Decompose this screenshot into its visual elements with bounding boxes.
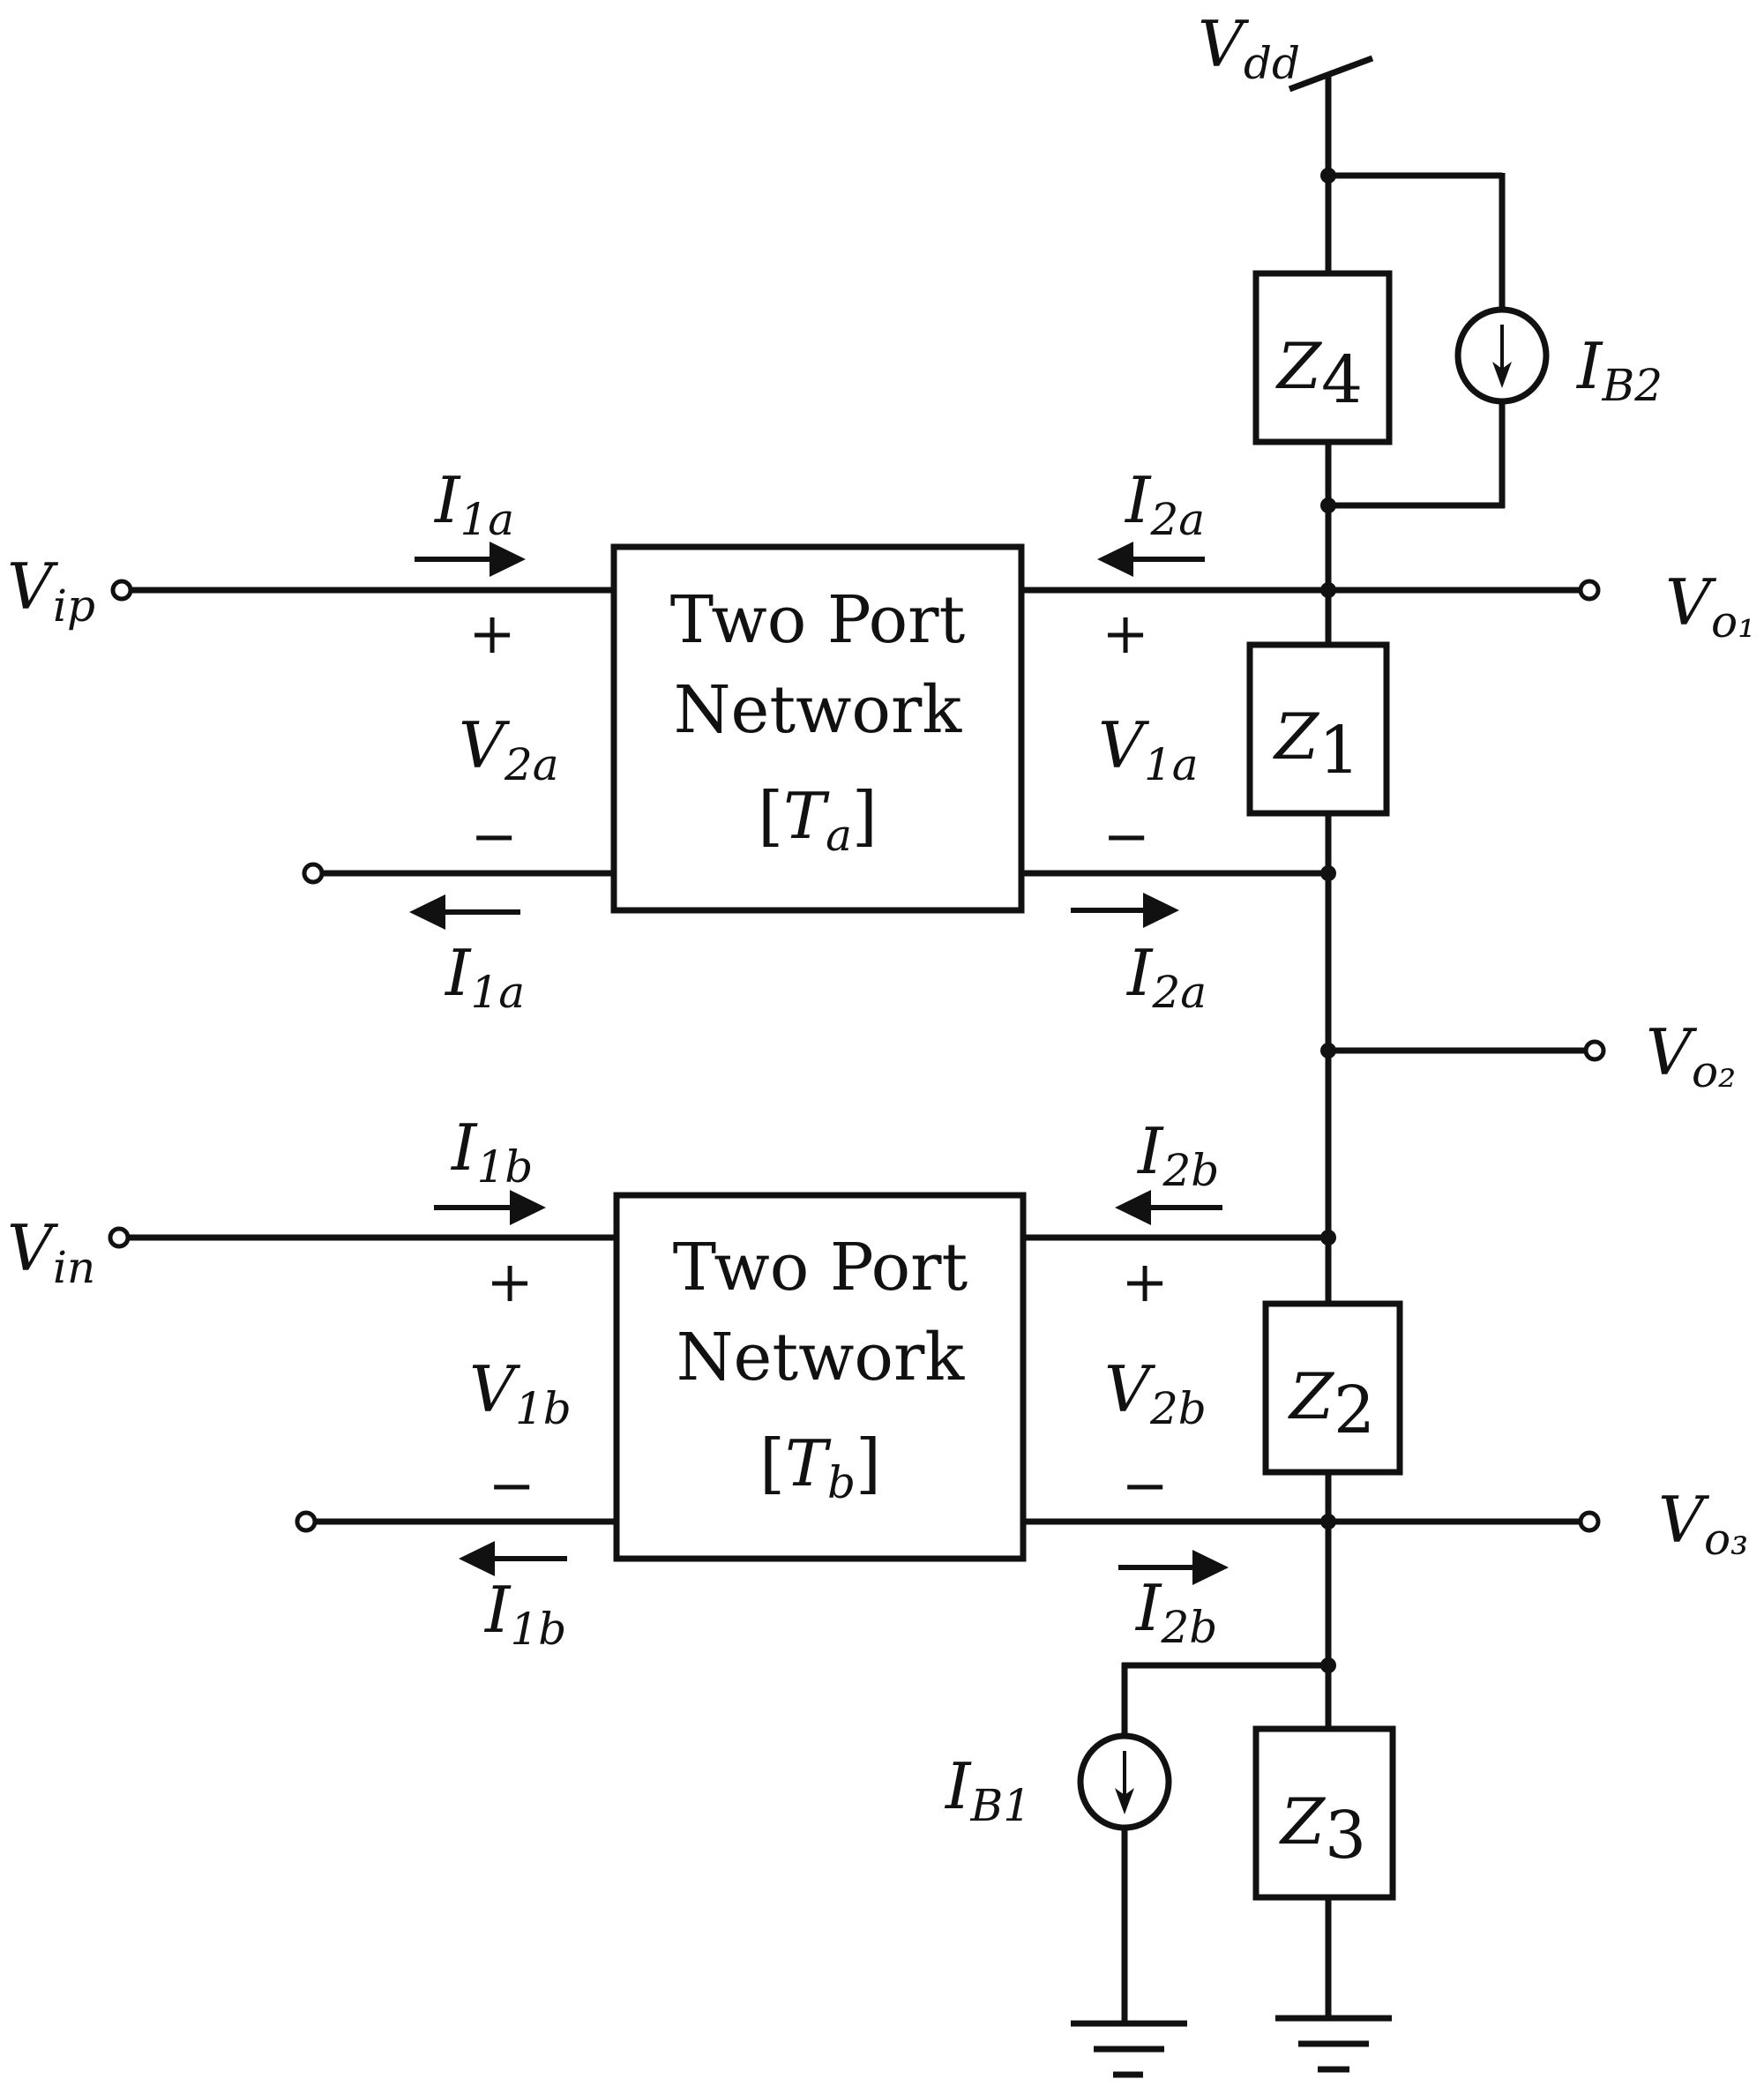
right-arrow-icon	[1143, 893, 1179, 928]
ground-icon	[1275, 2015, 1392, 2073]
ta-left-plus: +	[468, 602, 516, 667]
ta-right-plus: +	[1102, 602, 1149, 667]
network-ta: Vip Two Port Network [Ta] I1a I1a + V2a …	[7, 463, 1336, 1018]
z4-impedance	[1252, 270, 1393, 445]
vdd-supply: Vdd	[1198, 7, 1374, 176]
z3-label: Z3	[1279, 1784, 1366, 1874]
right-arrow-icon	[490, 542, 526, 577]
vip-label: Vip	[7, 550, 95, 632]
network-tb: Vin Two Port Network [Tb] I1b I1b + V1b …	[7, 1111, 1336, 1655]
ib1-label: IB1	[944, 1749, 1031, 1831]
ta-matrix: [Ta]	[758, 778, 878, 861]
tb-title-line2: Network	[676, 1320, 966, 1395]
vdd-label: Vdd	[1198, 7, 1300, 89]
left-arrow-icon	[1115, 1190, 1151, 1225]
i1b-bottom-label: I1b	[483, 1573, 566, 1655]
ib2-current-source	[1454, 306, 1550, 405]
v1b-label: V1b	[469, 1352, 572, 1434]
ta-box	[610, 543, 1025, 914]
vo2-label: Vo₂	[1646, 1015, 1736, 1097]
i2a-bottom-label: I2a	[1125, 936, 1207, 1018]
vin-label: Vin	[7, 1211, 95, 1293]
vin-terminal[interactable]	[108, 1226, 131, 1249]
ib2-label: IB2	[1575, 329, 1663, 411]
ta-title-line2: Network	[674, 672, 963, 748]
z1-label: Z1	[1273, 699, 1360, 789]
vo1-label: Vo₁	[1665, 565, 1755, 647]
junction-dot	[1320, 865, 1336, 881]
vo3-label: Vo₃	[1658, 1483, 1748, 1565]
tb-matrix: [Tb]	[759, 1425, 881, 1508]
ta-left-minus: −	[470, 804, 518, 870]
i1b-top-label: I1b	[450, 1111, 533, 1193]
z4-ib2-parallel: Z4 IB2	[1252, 168, 1663, 513]
v1a-label: V1a	[1098, 708, 1199, 790]
tb-right-minus: −	[1121, 1454, 1169, 1519]
i2a-top-label: I2a	[1124, 463, 1205, 545]
left-arrow-icon	[459, 1541, 495, 1576]
right-arrow-icon	[510, 1190, 546, 1225]
tb-return-terminal[interactable]	[295, 1510, 318, 1533]
z1-impedance	[1246, 641, 1390, 817]
i1a-bottom-label: I1a	[444, 936, 525, 1018]
ta-title-line1: Two Port	[670, 582, 966, 658]
ib1-current-source	[1077, 1732, 1172, 1831]
z3-impedance	[1252, 1725, 1396, 1901]
v2a-label: V2a	[459, 708, 559, 790]
i2b-top-label: I2b	[1136, 1114, 1219, 1196]
vo2-terminal[interactable]	[1583, 1039, 1606, 1062]
junction-dot	[1320, 1043, 1336, 1058]
arrowhead-icon	[1115, 1788, 1134, 1814]
vo1-terminal[interactable]	[1578, 579, 1601, 602]
vdd-rail-symbol	[1288, 55, 1374, 93]
tb-title-line1: Two Port	[673, 1230, 968, 1305]
ib1-branch: IB1	[944, 1657, 1336, 2023]
i2b-bottom-label: I2b	[1134, 1571, 1217, 1653]
junction-dot	[1320, 1230, 1336, 1245]
ta-return-terminal[interactable]	[302, 862, 325, 885]
z2-impedance	[1262, 1300, 1403, 1476]
junction-dot	[1320, 582, 1336, 598]
tb-left-plus: +	[486, 1250, 534, 1315]
output-vo2: Vo₂	[1320, 1015, 1736, 1097]
z4-label: Z4	[1275, 329, 1363, 418]
tb-box	[613, 1192, 1027, 1562]
ta-right-minus: −	[1102, 804, 1150, 870]
vo3-terminal[interactable]	[1578, 1510, 1601, 1533]
right-arrow-icon	[1192, 1550, 1229, 1585]
left-arrow-icon	[409, 894, 445, 930]
junction-dot	[1320, 168, 1336, 183]
junction-dot	[1320, 1514, 1336, 1530]
junction-dot	[1320, 1657, 1336, 1673]
tb-right-plus: +	[1121, 1250, 1169, 1315]
output-vo3: Vo₃	[1023, 1483, 1748, 1565]
ground-icon	[1071, 2020, 1187, 2078]
z2-label: Z2	[1288, 1359, 1375, 1448]
left-arrow-icon	[1097, 542, 1133, 577]
vip-terminal[interactable]	[110, 579, 133, 602]
tb-left-minus: −	[488, 1454, 535, 1519]
arrowhead-icon	[1492, 362, 1512, 388]
output-vo1: Vo₁	[1024, 565, 1755, 647]
i1a-top-label: I1a	[433, 463, 514, 545]
v2b-label: V2b	[1104, 1352, 1207, 1434]
